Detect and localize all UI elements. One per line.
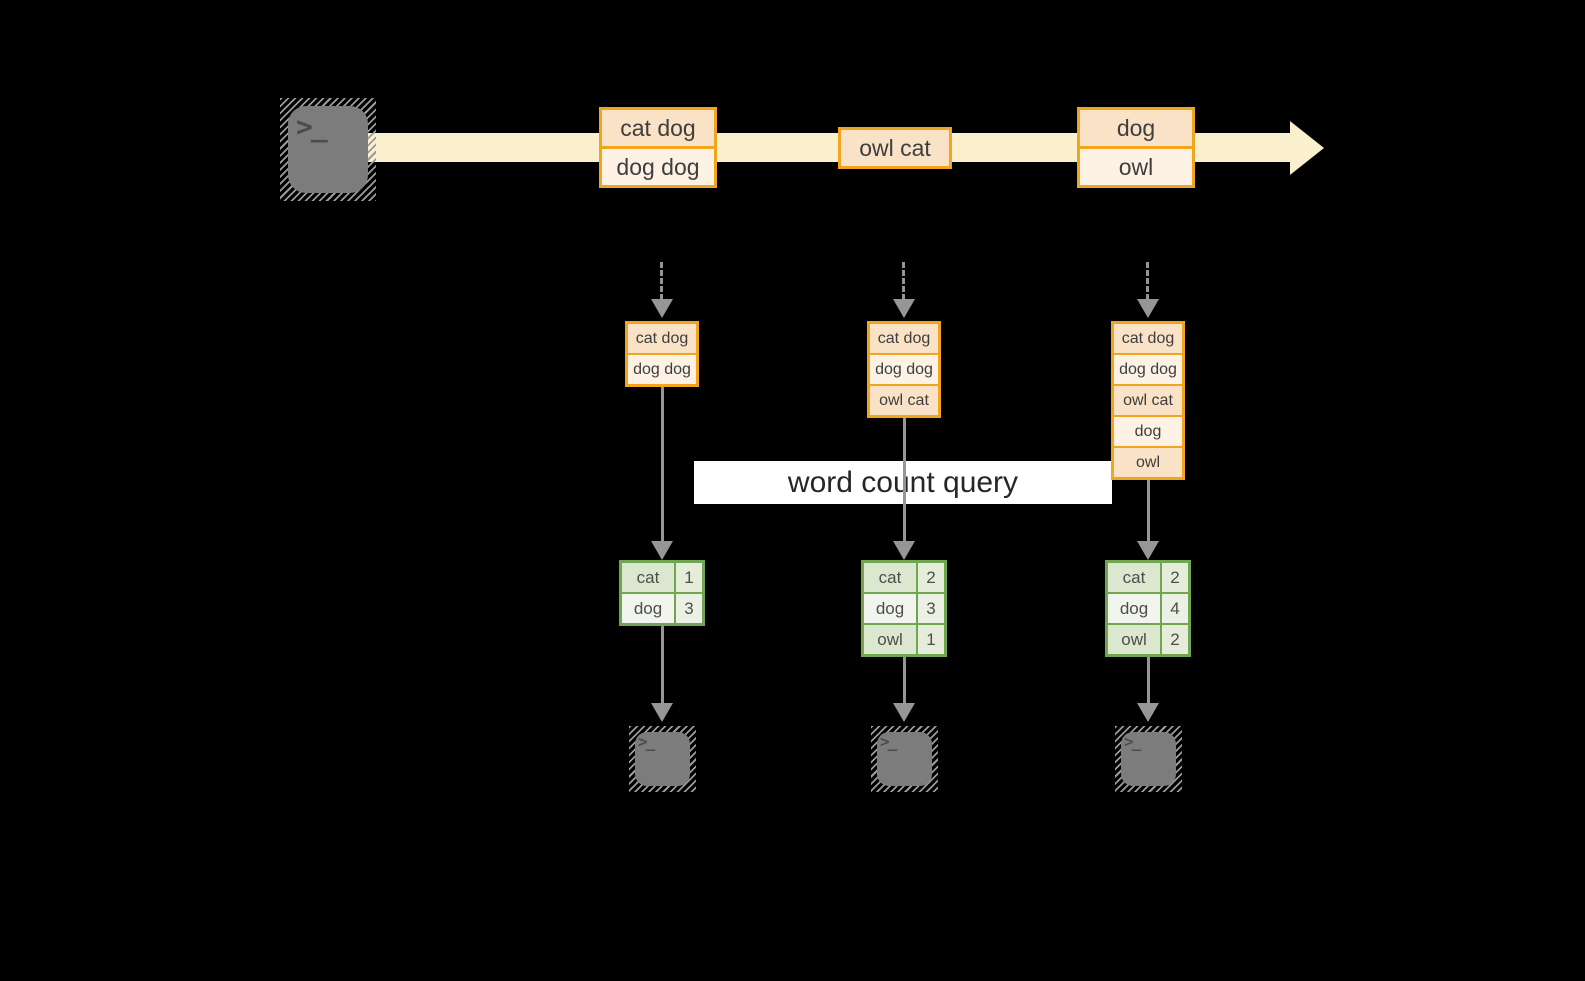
- state-buffer-cell: owl cat: [870, 384, 938, 415]
- count-table-word-cell: dog: [864, 594, 916, 623]
- dashed-arrow-line: [1146, 262, 1149, 300]
- count-table-2: cat 2 dog 3 owl 1: [861, 560, 947, 657]
- count-table-word-cell: dog: [622, 594, 674, 623]
- arrowhead-icon: [1137, 299, 1159, 318]
- state-buffer-1: cat dog dog dog: [625, 321, 699, 387]
- dashed-arrow-line: [902, 262, 905, 300]
- count-table-count-cell: 2: [1162, 563, 1188, 592]
- stream-event-box-3: dog owl: [1077, 107, 1195, 188]
- count-table-count-cell: 3: [676, 594, 702, 623]
- arrowhead-icon: [893, 299, 915, 318]
- stream-event-box-1: cat dog dog dog: [599, 107, 717, 188]
- sink-terminal-icon: >_: [629, 726, 696, 792]
- flow-line: [1146, 478, 1150, 542]
- stream-event-line: dog: [1080, 110, 1192, 146]
- flow-line: [660, 385, 664, 542]
- flow-line: [1146, 657, 1150, 704]
- terminal-body: [288, 106, 368, 193]
- count-table-count-cell: 3: [918, 594, 944, 623]
- arrowhead-icon: [651, 541, 673, 560]
- terminal-prompt-icon: >_: [880, 732, 897, 751]
- state-buffer-cell: owl cat: [1114, 384, 1182, 415]
- count-table-word-cell: cat: [864, 563, 916, 592]
- terminal-prompt-icon: >_: [638, 732, 655, 751]
- arrowhead-icon: [651, 299, 673, 318]
- count-table-word-cell: owl: [864, 625, 916, 654]
- state-buffer-cell: owl: [1114, 446, 1182, 477]
- state-buffer-cell: dog: [1114, 415, 1182, 446]
- stream-event-line: owl cat: [841, 130, 949, 166]
- count-table-3: cat 2 dog 4 owl 2: [1105, 560, 1191, 657]
- state-buffer-cell: dog dog: [628, 353, 696, 384]
- terminal-prompt-icon: >_: [1124, 732, 1141, 751]
- flow-line: [660, 626, 664, 704]
- state-buffer-cell: cat dog: [628, 324, 696, 353]
- stream-event-line: cat dog: [602, 110, 714, 146]
- terminal-body: [877, 732, 932, 786]
- count-table-count-cell: 2: [918, 563, 944, 592]
- arrowhead-icon: [1137, 703, 1159, 722]
- state-buffer-cell: cat dog: [870, 324, 938, 353]
- count-table-word-cell: cat: [622, 563, 674, 592]
- arrowhead-icon: [651, 703, 673, 722]
- arrowhead-icon: [893, 541, 915, 560]
- stream-event-box-2: owl cat: [838, 127, 952, 169]
- count-table-word-cell: owl: [1108, 625, 1160, 654]
- terminal-body: [1121, 732, 1176, 786]
- state-buffer-cell: cat dog: [1114, 324, 1182, 353]
- source-terminal-icon: >_: [280, 98, 376, 201]
- sink-terminal-icon: >_: [871, 726, 938, 792]
- arrowhead-icon: [893, 703, 915, 722]
- count-table-count-cell: 1: [676, 563, 702, 592]
- count-table-count-cell: 2: [1162, 625, 1188, 654]
- state-buffer-cell: dog dog: [1114, 353, 1182, 384]
- state-buffer-3: cat dog dog dog owl cat dog owl: [1111, 321, 1185, 480]
- count-table-word-cell: cat: [1108, 563, 1160, 592]
- count-table-count-cell: 4: [1162, 594, 1188, 623]
- state-buffer-2: cat dog dog dog owl cat: [867, 321, 941, 418]
- flow-line: [902, 657, 906, 704]
- stream-event-line: owl: [1080, 146, 1192, 185]
- count-table-count-cell: 1: [918, 625, 944, 654]
- terminal-body: [635, 732, 690, 786]
- count-table-word-cell: dog: [1108, 594, 1160, 623]
- state-buffer-cell: dog dog: [870, 353, 938, 384]
- stream-arrowhead-icon: [1290, 121, 1324, 175]
- stream-event-line: dog dog: [602, 146, 714, 185]
- sink-terminal-icon: >_: [1115, 726, 1182, 792]
- flow-line: [902, 416, 906, 542]
- dashed-arrow-line: [660, 262, 663, 300]
- arrowhead-icon: [1137, 541, 1159, 560]
- count-table-1: cat 1 dog 3: [619, 560, 705, 626]
- terminal-prompt-icon: >_: [296, 110, 328, 143]
